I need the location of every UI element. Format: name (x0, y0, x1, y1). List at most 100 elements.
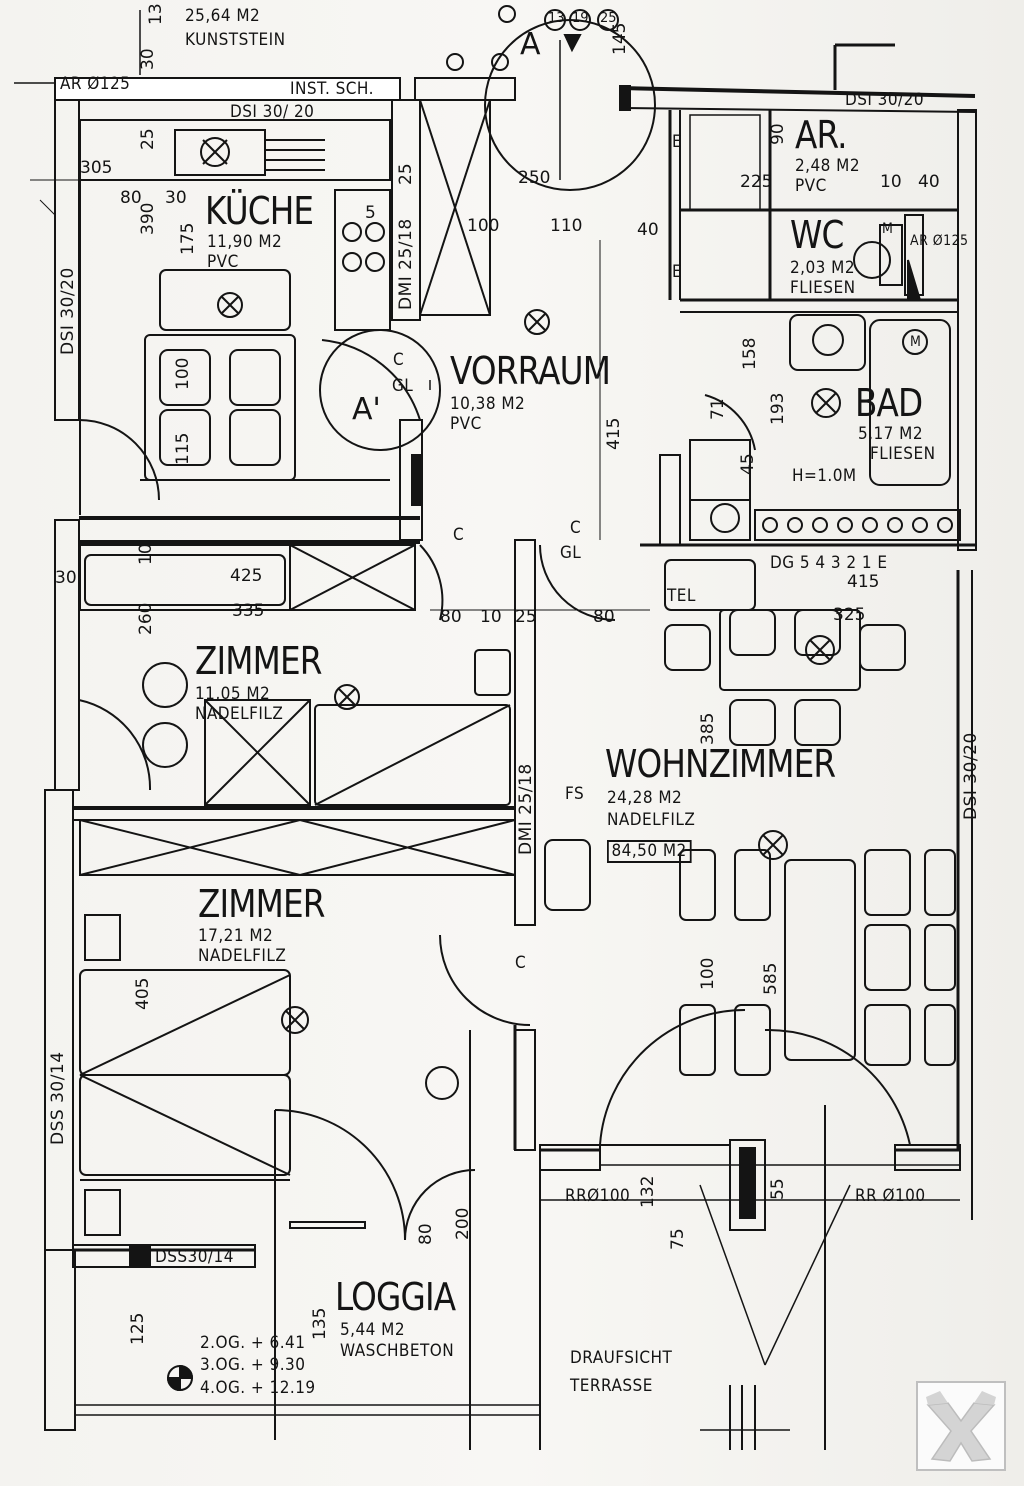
raiffeisen-logo-icon (916, 1381, 1006, 1471)
section-a-label: A (520, 27, 541, 62)
room-zimmer1-material: NADELFILZ (195, 704, 284, 724)
dim-90: 90 (768, 123, 788, 145)
c-label-4: C (515, 953, 527, 973)
dss-bottom-label: DSS30/14 (155, 1247, 234, 1267)
dim-71: 71 (708, 398, 728, 420)
room-loggia-material: WASCHBETON (340, 1341, 455, 1361)
wall-left-zimmer2 (44, 789, 74, 1251)
dim-193: 193 (768, 392, 788, 425)
dsi-top-left-label: DSI 30/ 20 (230, 102, 315, 122)
wall-top-mid (414, 77, 516, 101)
dim-125: 125 (128, 1312, 148, 1345)
dim-5: 5 (365, 203, 376, 223)
room-kueche-name: KÜCHE (205, 189, 314, 233)
dim-175: 175 (178, 222, 198, 255)
dss-left-label: DSS 30/14 (48, 1051, 68, 1145)
room-zimmer2-area: 17,21 M2 (198, 926, 274, 946)
e-label-1: E (672, 132, 683, 152)
c-label-1: C (393, 350, 405, 370)
room-vorraum-material: PVC (450, 414, 482, 434)
room-bad-name: BAD (855, 381, 923, 425)
level-2og: 2.OG. + 6.41 (200, 1333, 306, 1353)
dim-10-b: 10 (136, 543, 156, 565)
room-wc-area: 2,03 M2 (790, 258, 856, 278)
rr-right-label: RR Ø100 (855, 1186, 926, 1206)
room-zimmer1-area: 11,05 M2 (195, 684, 271, 704)
level-4og: 4.OG. + 12.19 (200, 1378, 316, 1398)
room-zimmer2-material: NADELFILZ (198, 946, 287, 966)
room-kueche-area: 11,90 M2 (207, 232, 283, 252)
dim-10-a: 10 (880, 172, 902, 192)
section-circle-3: 25 (600, 11, 617, 26)
dim-390: 390 (138, 202, 158, 235)
header-area: 25,64 M2 (185, 6, 261, 26)
sheet-number: 13 (146, 3, 166, 25)
dim-30-c: 30 (55, 568, 77, 588)
dim-80-c: 80 (593, 607, 615, 627)
dim-10-c: 10 (480, 607, 502, 627)
dim-55: 55 (768, 1178, 788, 1200)
room-wc-name: WC (790, 213, 844, 257)
room-ar-material: PVC (795, 176, 827, 196)
dim-80-b: 80 (440, 607, 462, 627)
dim-25-c: 25 (515, 607, 537, 627)
dim-200: 200 (453, 1207, 473, 1240)
dim-100-kitchen: 100 (173, 357, 193, 390)
dsi-right-label: DSI 30/20 (961, 732, 981, 820)
section-a-prime-circle (319, 329, 441, 451)
room-loggia-area: 5,44 M2 (340, 1320, 406, 1340)
dim-158: 158 (740, 337, 760, 370)
room-ar-area: 2,48 M2 (795, 156, 861, 176)
dim-335: 335 (232, 601, 265, 621)
tel-label: TEL (667, 586, 696, 606)
dim-250: 250 (518, 168, 551, 188)
apartment-total-area: 84,50 M2 (607, 840, 692, 863)
room-kueche-material: PVC (207, 252, 239, 272)
dim-30-b: 30 (138, 48, 158, 70)
dg-label: DG 5 4 3 2 1 E (770, 553, 888, 573)
ar-pipe-wc-label: AR Ø125 (910, 233, 969, 249)
dmi-upper-label: DMI 25/18 (396, 218, 416, 310)
dim-30-a: 30 (165, 188, 187, 208)
c-label-3: C (570, 518, 582, 538)
room-wohnzimmer-name: WOHNZIMMER (605, 742, 836, 786)
dmi-lower-label: DMI 25/18 (516, 763, 536, 855)
dim-135: 135 (310, 1307, 330, 1340)
e-label-2: E (672, 262, 683, 282)
dim-132: 132 (638, 1175, 658, 1208)
dim-405: 405 (133, 977, 153, 1010)
section-circle-2: 19 (572, 11, 589, 26)
wall-left-zimmer1 (54, 519, 80, 791)
dim-25-b: 25 (396, 163, 416, 185)
draufsicht-label: DRAUFSICHT (570, 1348, 673, 1368)
dim-385: 385 (698, 712, 718, 745)
room-wohnzimmer-material: NADELFILZ (607, 810, 696, 830)
dim-260: 260 (136, 602, 156, 635)
c-label-2: C (453, 525, 465, 545)
wall-dmi (514, 539, 536, 926)
tile-row (762, 517, 953, 533)
room-vorraum-area: 10,38 M2 (450, 394, 526, 414)
dim-25-a: 25 (138, 128, 158, 150)
dim-80: 80 (120, 188, 142, 208)
m-label-2: M (910, 334, 922, 350)
dim-100-vorraum: 100 (467, 216, 500, 236)
wall-right (957, 109, 977, 551)
section-circle-1: 13 (548, 11, 565, 26)
gl-label-lower: GL (560, 543, 582, 563)
room-loggia-name: LOGGIA (335, 1275, 456, 1319)
wall-top-left (54, 77, 401, 101)
terrasse-label: TERRASSE (570, 1376, 653, 1396)
dim-585: 585 (761, 962, 781, 995)
inst-sch-label: INST. SCH. (290, 79, 374, 99)
rr-left-label: RRØ100 (565, 1186, 631, 1206)
room-zimmer2-name: ZIMMER (198, 882, 325, 926)
dim-115: 115 (173, 432, 193, 465)
dim-225: 225 (740, 172, 773, 192)
dim-110: 110 (550, 216, 583, 236)
dim-145: 145 (610, 22, 630, 55)
dim-100-wohn: 100 (698, 957, 718, 990)
m-label-1: M (882, 221, 894, 237)
